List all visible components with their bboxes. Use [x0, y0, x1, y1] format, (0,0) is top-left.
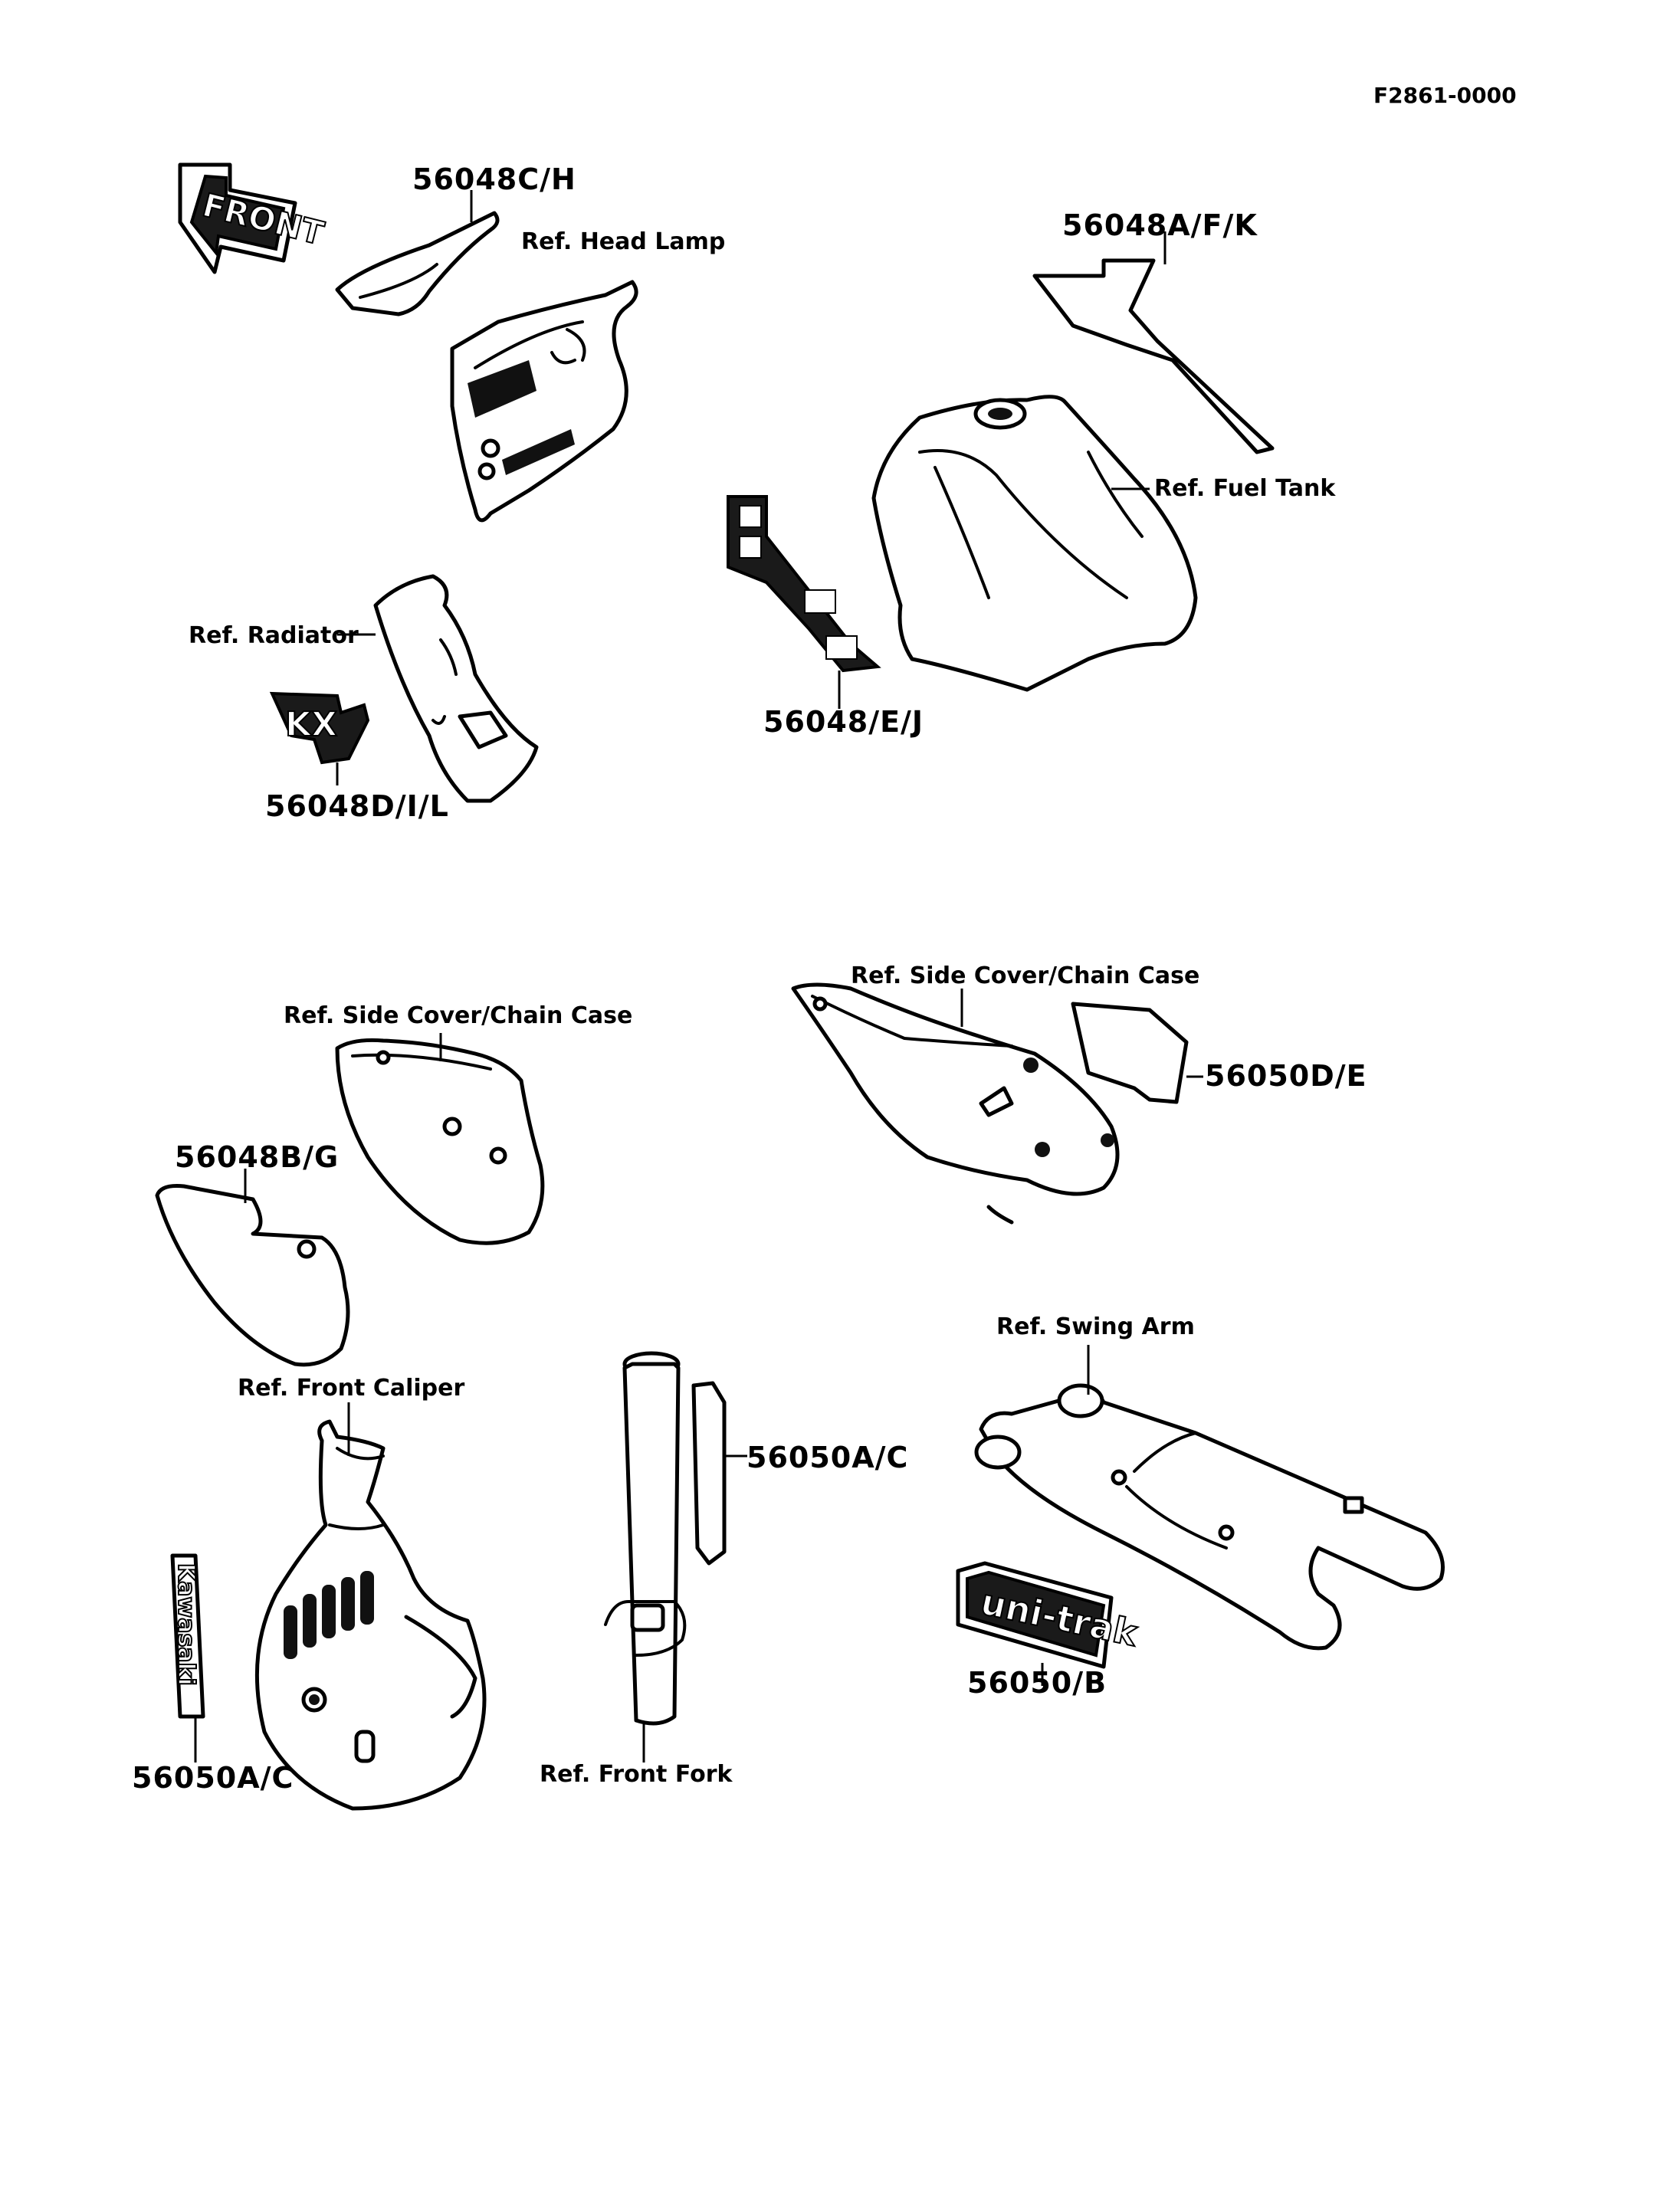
- label-tank-stripe: 56048A/F/K: [1062, 208, 1258, 242]
- label-ref-side-cover-right: Ref. Side Cover/Chain Case: [851, 962, 1200, 989]
- fuel-tank: [871, 395, 1198, 692]
- head-lamp-housing: [450, 280, 638, 523]
- front-arrow-decal: FRONT: [178, 162, 328, 274]
- label-ref-side-cover-left: Ref. Side Cover/Chain Case: [284, 1002, 633, 1029]
- front-fork-tube: [604, 1351, 687, 1763]
- radiator-decal-text: KX: [285, 705, 337, 744]
- label-side-cover-decal: 56048B/G: [175, 1140, 340, 1174]
- label-tank-decal: 56048/E/J: [763, 705, 924, 739]
- label-fork-decal: 56050A/C: [746, 1441, 909, 1474]
- kawasaki-decal: Kawasaki: [170, 1553, 205, 1763]
- label-ref-swing-arm: Ref. Swing Arm: [996, 1313, 1195, 1340]
- headlamp-decal-part: [335, 190, 500, 316]
- label-ref-head-lamp: Ref. Head Lamp: [521, 228, 726, 255]
- radiator-shroud: [337, 574, 539, 803]
- swing-arm: [974, 1345, 1445, 1651]
- drawing-code: F2861-0000: [1373, 83, 1517, 108]
- label-chain-case-decal: 56050D/E: [1205, 1059, 1367, 1093]
- label-radiator-decal: 56048D/I/L: [265, 789, 449, 823]
- chain-case-decal: [1071, 1002, 1203, 1104]
- tank-kx-decal: [727, 495, 881, 709]
- label-swing-arm-decal: 56050/B: [967, 1666, 1107, 1700]
- tank-stripe-decal: [1032, 231, 1275, 454]
- label-ref-front-caliper: Ref. Front Caliper: [238, 1375, 465, 1402]
- side-cover-left: [335, 1033, 545, 1245]
- label-headlamp-decal: 56048C/H: [412, 162, 576, 196]
- kawasaki-decal-text: Kawasaki: [172, 1563, 199, 1686]
- fork-decal: [691, 1381, 747, 1566]
- label-caliper-decal: 56050A/C: [132, 1761, 294, 1795]
- label-ref-fuel-tank: Ref. Fuel Tank: [1154, 475, 1336, 502]
- chain-case-right: [791, 982, 1120, 1225]
- front-caliper-guard: [254, 1402, 487, 1811]
- radiator-kx-decal: KX: [269, 691, 370, 785]
- side-cover-decal: [155, 1169, 350, 1367]
- label-ref-front-fork: Ref. Front Fork: [540, 1761, 733, 1788]
- label-ref-radiator: Ref. Radiator: [189, 622, 359, 649]
